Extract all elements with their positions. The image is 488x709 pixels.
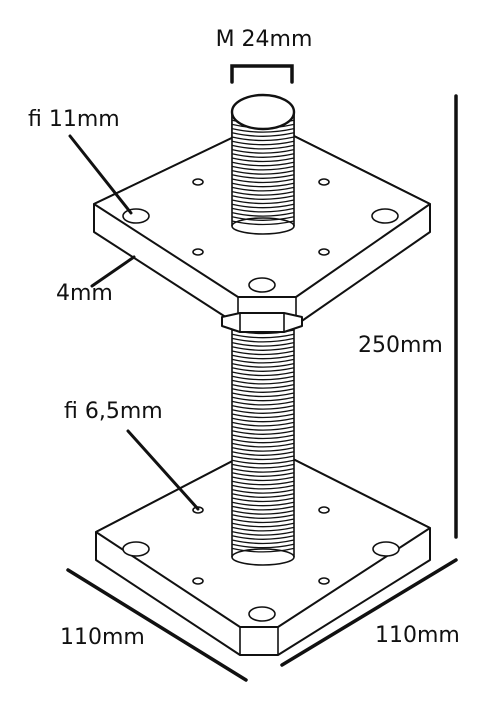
small-hole-leader	[126, 429, 200, 511]
big-hole-label: fi 11mm	[28, 107, 120, 132]
thread-size-label: M 24mm	[216, 27, 313, 52]
width-dimension-line-left	[66, 568, 248, 682]
thickness-leader	[90, 255, 136, 288]
big-hole-leader	[68, 134, 133, 215]
width-dimension-line-right	[280, 558, 458, 667]
thickness-label: 4mm	[56, 281, 113, 306]
width-right-label: 110mm	[375, 623, 460, 648]
small-hole-label: fi 6,5mm	[64, 399, 163, 424]
thread-diameter-bracket	[230, 64, 294, 84]
rod-top	[230, 93, 296, 235]
height-label: 250mm	[358, 333, 443, 358]
width-left-label: 110mm	[60, 625, 145, 650]
